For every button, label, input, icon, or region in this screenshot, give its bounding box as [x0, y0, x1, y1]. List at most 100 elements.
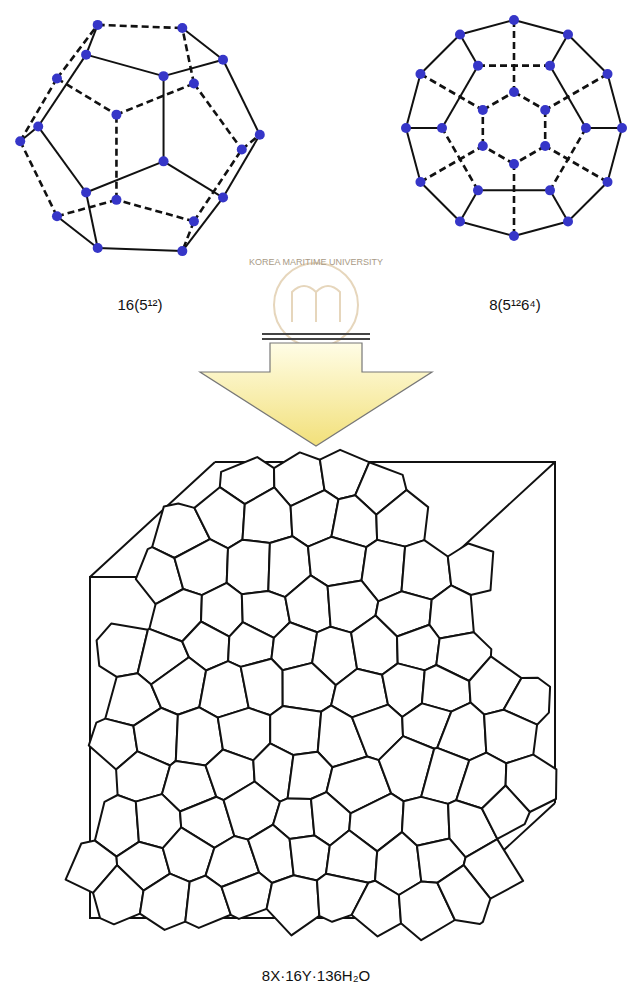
- cage-edge: [478, 64, 550, 67]
- water-oxygen-dot: [509, 231, 519, 241]
- formula-caption: 8X·16Y·136H₂O: [259, 967, 373, 985]
- cage-edge: [164, 161, 223, 197]
- cage-edge: [514, 20, 568, 34]
- cage-edge: [483, 146, 514, 164]
- water-oxygen-dot: [581, 123, 591, 133]
- cage-edge: [223, 135, 260, 198]
- cage-edge: [98, 248, 183, 251]
- cage-edge: [514, 92, 545, 110]
- cage-edge: [513, 164, 516, 236]
- water-oxygen-dot: [15, 136, 25, 146]
- water-oxygen-dot: [617, 123, 627, 133]
- cage-edge: [550, 190, 568, 221]
- cage-edge: [514, 146, 545, 164]
- unit-cell-cube: [90, 462, 555, 918]
- water-oxygen-dot: [455, 29, 465, 39]
- water-oxygen-dot: [509, 15, 519, 25]
- cage-edge: [194, 83, 242, 149]
- water-oxygen-dot: [473, 61, 483, 71]
- cage-label: 8(5¹²6⁴): [489, 296, 540, 314]
- cage-edge: [163, 76, 165, 161]
- water-oxygen-dot: [415, 177, 425, 187]
- water-oxygen-dot: [509, 87, 519, 97]
- cage-face: [140, 874, 190, 930]
- cage-edge: [568, 34, 608, 74]
- cage-edge: [550, 34, 568, 65]
- cage-edge: [608, 74, 622, 128]
- cage-edge: [38, 127, 86, 193]
- water-oxygen-dot: [189, 78, 199, 88]
- watermark-text: KOREA MARITIME UNIVERSITY: [249, 257, 383, 268]
- water-oxygen-dot: [81, 50, 91, 60]
- cage-face: [437, 865, 490, 924]
- cage-edge: [608, 128, 622, 182]
- cage-edge: [586, 127, 622, 129]
- cage-edge: [116, 83, 193, 114]
- cage-edge: [460, 34, 478, 65]
- down-arrow: [200, 334, 432, 446]
- cage-edge: [460, 222, 514, 236]
- water-oxygen-dot: [401, 123, 411, 133]
- water-oxygen-dot: [218, 193, 228, 203]
- cage-face: [376, 490, 428, 547]
- cage-face: [151, 657, 206, 715]
- cage-edge: [86, 161, 163, 192]
- water-oxygen-dot: [545, 61, 555, 71]
- water-oxygen-dot: [111, 195, 121, 205]
- water-oxygen-dot: [563, 29, 573, 39]
- cage-edge: [460, 190, 478, 221]
- water-oxygen-dot: [478, 141, 488, 151]
- cage-face: [397, 625, 440, 671]
- cage-face: [267, 875, 320, 935]
- dodecahedron-cage: [15, 20, 265, 256]
- cage-edge: [420, 74, 482, 110]
- cage-edge: [544, 110, 547, 146]
- water-oxygen-dot: [159, 156, 169, 166]
- cage-edge: [86, 55, 163, 77]
- water-oxygen-dot: [33, 122, 43, 132]
- cage-face: [227, 540, 270, 595]
- water-oxygen-dot: [159, 71, 169, 81]
- water-oxygen-dot: [603, 177, 613, 187]
- cage-edge: [406, 127, 442, 129]
- cage-edge: [568, 182, 608, 222]
- cage-edge: [420, 146, 482, 182]
- cage-face: [185, 876, 231, 928]
- cage-edge: [20, 141, 57, 216]
- water-oxygen-dot: [415, 69, 425, 79]
- water-oxygen-dot: [189, 216, 199, 226]
- water-oxygen-dot: [540, 141, 550, 151]
- cage-face: [93, 865, 143, 924]
- cage-edge: [86, 193, 98, 248]
- cage-edge: [182, 198, 223, 252]
- cage-face: [429, 585, 473, 638]
- cage-face: [352, 881, 401, 937]
- cage-edge: [514, 222, 568, 236]
- cage-edge: [545, 146, 607, 182]
- cage-edge: [406, 74, 420, 128]
- cage-edge: [115, 115, 118, 200]
- water-oxygen-dot: [478, 105, 488, 115]
- cage-face: [194, 487, 244, 548]
- cage-edge: [460, 20, 514, 34]
- cage-edge: [116, 200, 193, 222]
- cage-edge: [57, 200, 116, 216]
- cage-edge: [57, 25, 98, 79]
- cage-face: [243, 487, 293, 543]
- cage-network: [66, 450, 557, 940]
- water-oxygen-dot: [81, 188, 91, 198]
- water-oxygen-dot: [509, 159, 519, 169]
- water-oxygen-dot: [437, 123, 447, 133]
- water-oxygen-dot: [603, 69, 613, 79]
- hexakaidecahedron-cage: [401, 15, 627, 241]
- cage-edge: [38, 55, 86, 127]
- water-oxygen-dot: [473, 185, 483, 195]
- water-oxygen-dot: [540, 105, 550, 115]
- water-oxygen-dot: [237, 144, 247, 154]
- water-oxygen-dot: [455, 217, 465, 227]
- cage-edge: [406, 128, 420, 182]
- cage-edge: [483, 92, 514, 110]
- cage-face: [290, 835, 330, 880]
- cage-edge: [420, 182, 460, 222]
